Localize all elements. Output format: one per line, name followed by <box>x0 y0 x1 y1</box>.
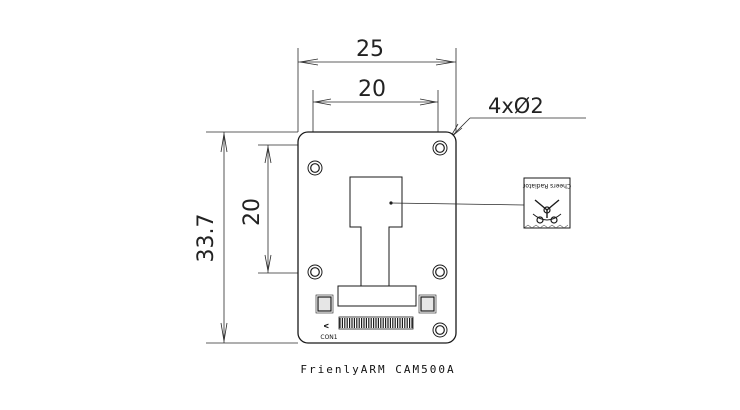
connector-pins <box>338 316 414 330</box>
mounting-hole <box>307 264 323 280</box>
pin1-marker: V <box>322 324 329 329</box>
mounting-hole <box>432 264 448 280</box>
connector-label: CON1 <box>320 334 337 341</box>
mounting-hole <box>307 160 323 176</box>
logo-leader-line <box>390 202 525 206</box>
hole-spacing-height-label: 20 <box>240 198 265 226</box>
logo-emblem-icon <box>532 199 562 224</box>
dimension-overall-height: 33.7 <box>194 131 298 344</box>
mounting-hole <box>432 140 448 156</box>
dimension-overall-width: 25 <box>297 37 457 132</box>
drawing-caption: FrienlyARM CAM500A <box>300 363 455 376</box>
logo-text: Cheers Radiator <box>522 182 571 189</box>
overall-width-label: 25 <box>356 37 384 62</box>
hole-spacing-width-label: 20 <box>358 77 386 102</box>
overall-height-label: 33.7 <box>194 214 219 263</box>
radiator-logo: Cheers Radiator <box>522 177 571 229</box>
mounting-hole <box>432 322 448 338</box>
fpc-connector: V CON1 <box>315 285 437 341</box>
dimension-hole-spacing-width: 20 <box>312 77 439 142</box>
hole-callout: 4xØ2 <box>447 94 586 141</box>
mounting-holes <box>307 140 448 338</box>
hole-spec-label: 4xØ2 <box>488 94 544 118</box>
pin-frame <box>338 316 414 330</box>
